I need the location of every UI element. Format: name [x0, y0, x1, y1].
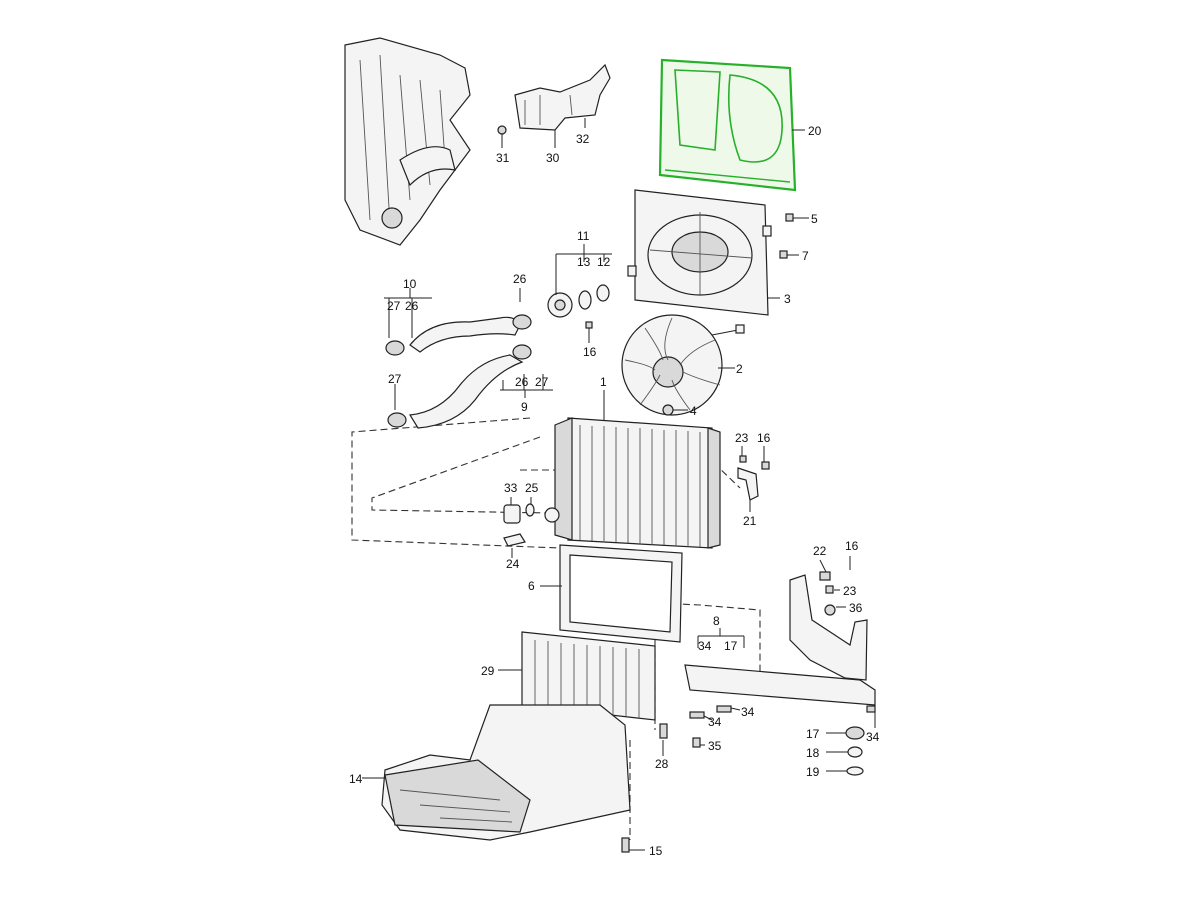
callout-8[interactable]: 8 [713, 614, 720, 628]
callout-14[interactable]: 14 [349, 772, 363, 786]
callout-20[interactable]: 20 [808, 124, 822, 138]
callout-28[interactable]: 28 [655, 757, 669, 771]
part-carrier-bracket [684, 571, 876, 706]
callout-34-left[interactable]: 34 [708, 715, 722, 729]
callout-15[interactable]: 15 [649, 844, 663, 858]
callout-16[interactable]: 16 [583, 345, 597, 359]
callout-12[interactable]: 12 [597, 255, 611, 269]
callout-17-group[interactable]: 17 [724, 639, 738, 653]
callout-16-right[interactable]: 16 [757, 431, 771, 445]
part-mount-bracket-32 [497, 63, 611, 135]
part-mounts [845, 726, 865, 776]
callout-36[interactable]: 36 [849, 601, 863, 615]
callout-33[interactable]: 33 [504, 481, 518, 495]
callout-4[interactable]: 4 [690, 404, 697, 418]
hose-clamps [385, 314, 532, 428]
callout-16-bracket[interactable]: 16 [845, 539, 859, 553]
part-clip-24 [503, 533, 526, 547]
part-flange-assembly [547, 284, 610, 318]
callout-18[interactable]: 18 [806, 746, 820, 760]
part-electric-fan [621, 314, 745, 416]
part-oring-25 [525, 503, 535, 517]
callout-5[interactable]: 5 [811, 212, 818, 226]
callout-23-lower[interactable]: 23 [843, 584, 857, 598]
callout-26-hose-lower[interactable]: 26 [515, 375, 529, 389]
callout-1[interactable]: 1 [600, 375, 607, 389]
callout-29[interactable]: 29 [481, 664, 495, 678]
part-fan-shroud-highlighted [658, 58, 797, 192]
callout-24[interactable]: 24 [506, 557, 520, 571]
part-bracket-21 [737, 455, 770, 501]
part-air-duct [381, 704, 631, 841]
callout-labels: 31 30 32 20 5 7 3 2 4 1 11 13 12 16 26 1… [349, 124, 880, 858]
leader-lines [362, 118, 876, 851]
part-seal-frame [559, 544, 683, 643]
callout-13[interactable]: 13 [577, 255, 591, 269]
part-hose-upper [409, 316, 521, 353]
callout-3[interactable]: 3 [784, 292, 791, 306]
callout-26-upper[interactable]: 26 [513, 272, 527, 286]
callout-21[interactable]: 21 [743, 514, 757, 528]
group-brackets [384, 244, 745, 648]
callout-34-mid[interactable]: 34 [741, 705, 755, 719]
callout-27-hose-upper[interactable]: 27 [387, 299, 401, 313]
callout-10[interactable]: 10 [403, 277, 417, 291]
part-plug-33 [503, 504, 521, 524]
callout-9[interactable]: 9 [521, 400, 528, 414]
callout-11[interactable]: 11 [577, 229, 590, 243]
callout-32[interactable]: 32 [576, 132, 590, 146]
part-hose-lower [408, 354, 524, 429]
callout-7[interactable]: 7 [802, 249, 809, 263]
callout-34-group[interactable]: 34 [698, 639, 712, 653]
part-engine-housing [344, 37, 471, 246]
part-fan-frame [627, 189, 772, 316]
callout-22[interactable]: 22 [813, 544, 827, 558]
callout-26-hose-upper[interactable]: 26 [405, 299, 419, 313]
callout-6[interactable]: 6 [528, 579, 535, 593]
part-radiator [544, 417, 721, 549]
callout-34-right[interactable]: 34 [866, 730, 880, 744]
callout-19[interactable]: 19 [806, 765, 820, 779]
callout-31[interactable]: 31 [496, 151, 510, 165]
callout-35[interactable]: 35 [708, 739, 722, 753]
callout-2[interactable]: 2 [736, 362, 743, 376]
part-condenser [521, 631, 656, 721]
callout-17[interactable]: 17 [806, 727, 820, 741]
callout-25[interactable]: 25 [525, 481, 539, 495]
callout-30[interactable]: 30 [546, 151, 560, 165]
callout-27-hose-lower[interactable]: 27 [535, 375, 549, 389]
callout-27-left[interactable]: 27 [388, 372, 402, 386]
callout-23-upper[interactable]: 23 [735, 431, 749, 445]
